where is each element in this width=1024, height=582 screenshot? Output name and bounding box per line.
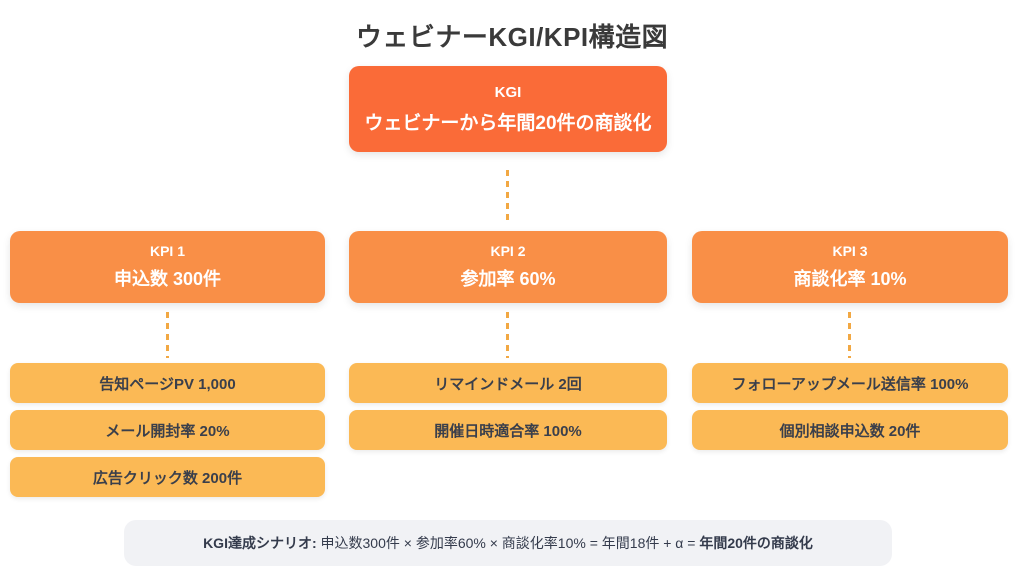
kpi1-sub-item-3: 広告クリック数 200件 (10, 457, 325, 497)
kpi1-sub-item-2: メール開封率 20% (10, 410, 325, 450)
kgi-connector-line (506, 170, 509, 222)
kgi-value: ウェビナーから年間20件の商談化 (364, 112, 652, 134)
kpi2-value: 参加率 60% (460, 269, 556, 289)
kpi2-label: KPI 2 (490, 243, 526, 259)
kgi-label: KGI (494, 83, 522, 101)
scenario-result: 年間20件の商談化 (699, 535, 813, 551)
kgi-box: KGI ウェビナーから年間20件の商談化 (349, 66, 667, 152)
kpi3-box: KPI 3 商談化率 10% (692, 231, 1008, 303)
kpi1-sub-item-1: 告知ページPV 1,000 (10, 363, 325, 403)
kpi3-sub-item-1: フォローアップメール送信率 100% (692, 363, 1008, 403)
kpi1-connector-line (166, 312, 169, 358)
kpi3-label: KPI 3 (832, 243, 868, 259)
kpi3-value: 商談化率 10% (793, 269, 907, 289)
kpi1-value: 申込数 300件 (113, 269, 222, 289)
kpi2-sub-item-1: リマインドメール 2回 (349, 363, 667, 403)
kpi1-box: KPI 1 申込数 300件 (10, 231, 325, 303)
kpi3-sub-item-2: 個別相談申込数 20件 (692, 410, 1008, 450)
kpi1-label: KPI 1 (149, 243, 185, 259)
scenario-label: KGI達成シナリオ: (203, 535, 317, 551)
kpi3-connector-line (848, 312, 851, 358)
kgi-scenario-bar: KGI達成シナリオ: 申込数300件 × 参加率60% × 商談化率10% = … (124, 520, 892, 566)
scenario-formula: 申込数300件 × 参加率60% × 商談化率10% = 年間18件 + α = (316, 535, 700, 551)
kpi2-box: KPI 2 参加率 60% (349, 231, 667, 303)
page-title: ウェビナーKGI/KPI構造図 (355, 22, 669, 52)
kpi2-connector-line (506, 312, 509, 358)
kpi2-sub-item-2: 開催日時適合率 100% (349, 410, 667, 450)
